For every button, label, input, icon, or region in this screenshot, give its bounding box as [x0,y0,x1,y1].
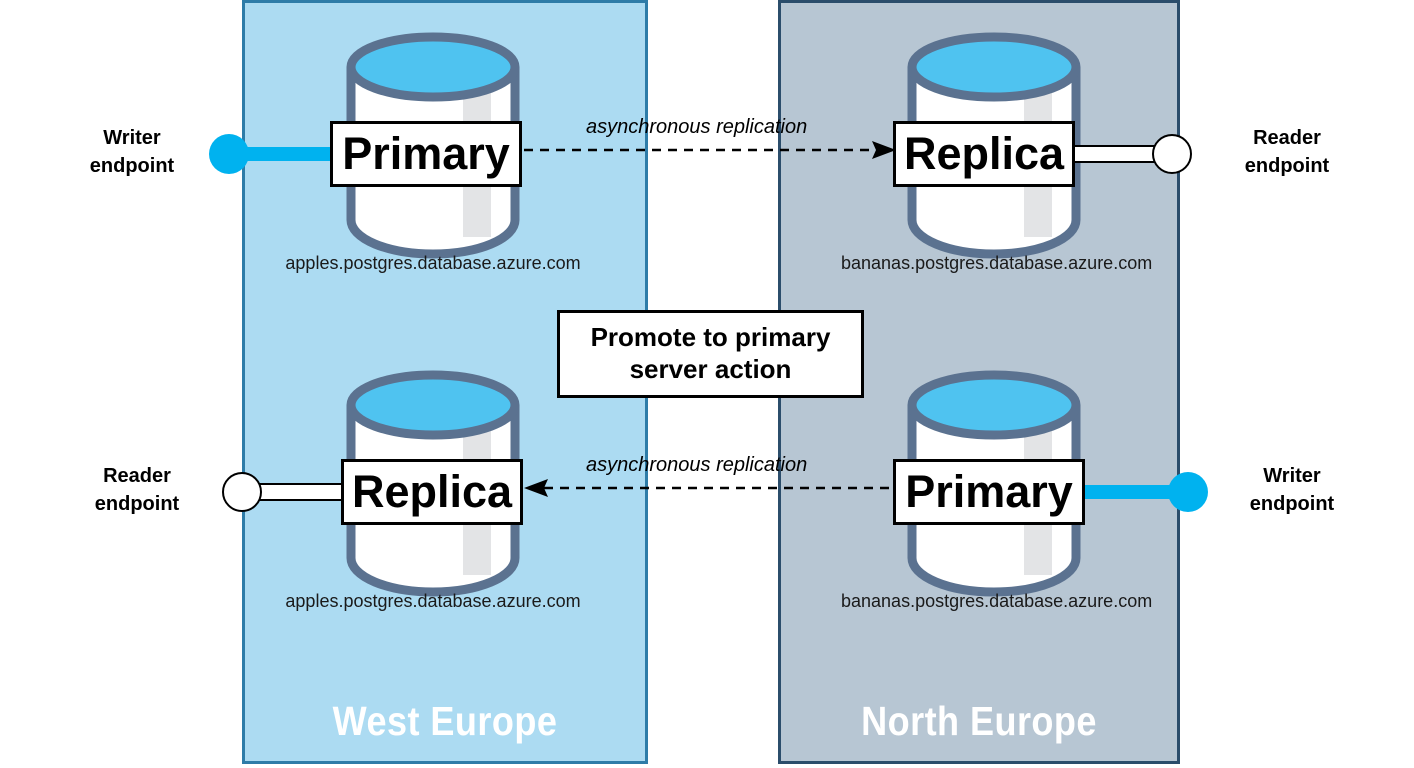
writer-endpoint-dot-west-top[interactable] [209,134,249,174]
hostname-west-bottom: apples.postgres.database.azure.com [285,591,581,611]
role-box-north-bottom[interactable]: Primary [893,459,1085,525]
writer-endpoint-dot-north-bottom[interactable] [1168,472,1208,512]
reader-endpoint-label-north-top: Reader endpoint [1212,124,1362,180]
hostname-north-bottom: bananas.postgres.database.azure.com [841,591,1153,611]
reader-endpoint-label-line1: Reader [1253,127,1321,149]
replication-label-bottom: asynchronous replication [586,454,808,476]
writer-endpoint-label-west-top: Writer endpoint [62,124,202,180]
writer-connector-west-top [236,147,336,161]
promote-action-line2: server action [629,354,792,384]
writer-endpoint-label-line2: endpoint [1249,493,1335,515]
reader-endpoint-label-line2: endpoint [94,493,180,515]
promote-to-primary-action-box[interactable]: Promote to primary server action [557,310,864,398]
promote-action-line1: Promote to primary [590,322,831,352]
region-label-north-europe: North Europe [861,698,1097,744]
writer-endpoint-label-north-bottom: Writer endpoint [1222,462,1362,518]
reader-endpoint-circle-north-top[interactable] [1152,134,1192,174]
hostname-west-top: apples.postgres.database.azure.com [285,253,581,273]
writer-endpoint-label-line2: endpoint [89,155,175,177]
region-label-west-europe: West Europe [332,698,558,744]
role-box-west-bottom[interactable]: Replica [341,459,523,525]
writer-connector-north-bottom [1082,485,1182,499]
hostname-north-top: bananas.postgres.database.azure.com [841,253,1153,273]
reader-connector-west-bottom [252,483,344,501]
reader-endpoint-label-line1: Reader [103,465,171,487]
role-box-west-top[interactable]: Primary [330,121,522,187]
reader-endpoint-label-west-bottom: Reader endpoint [62,462,212,518]
role-box-north-top[interactable]: Replica [893,121,1075,187]
reader-endpoint-label-line2: endpoint [1244,155,1330,177]
writer-endpoint-label-line1: Writer [103,127,161,149]
reader-connector-north-top [1072,145,1164,163]
replication-arrow-top [524,138,896,162]
replication-label-top: asynchronous replication [586,116,808,138]
writer-endpoint-label-line1: Writer [1263,465,1321,487]
replication-arrow-bottom [524,476,896,500]
reader-endpoint-circle-west-bottom[interactable] [222,472,262,512]
